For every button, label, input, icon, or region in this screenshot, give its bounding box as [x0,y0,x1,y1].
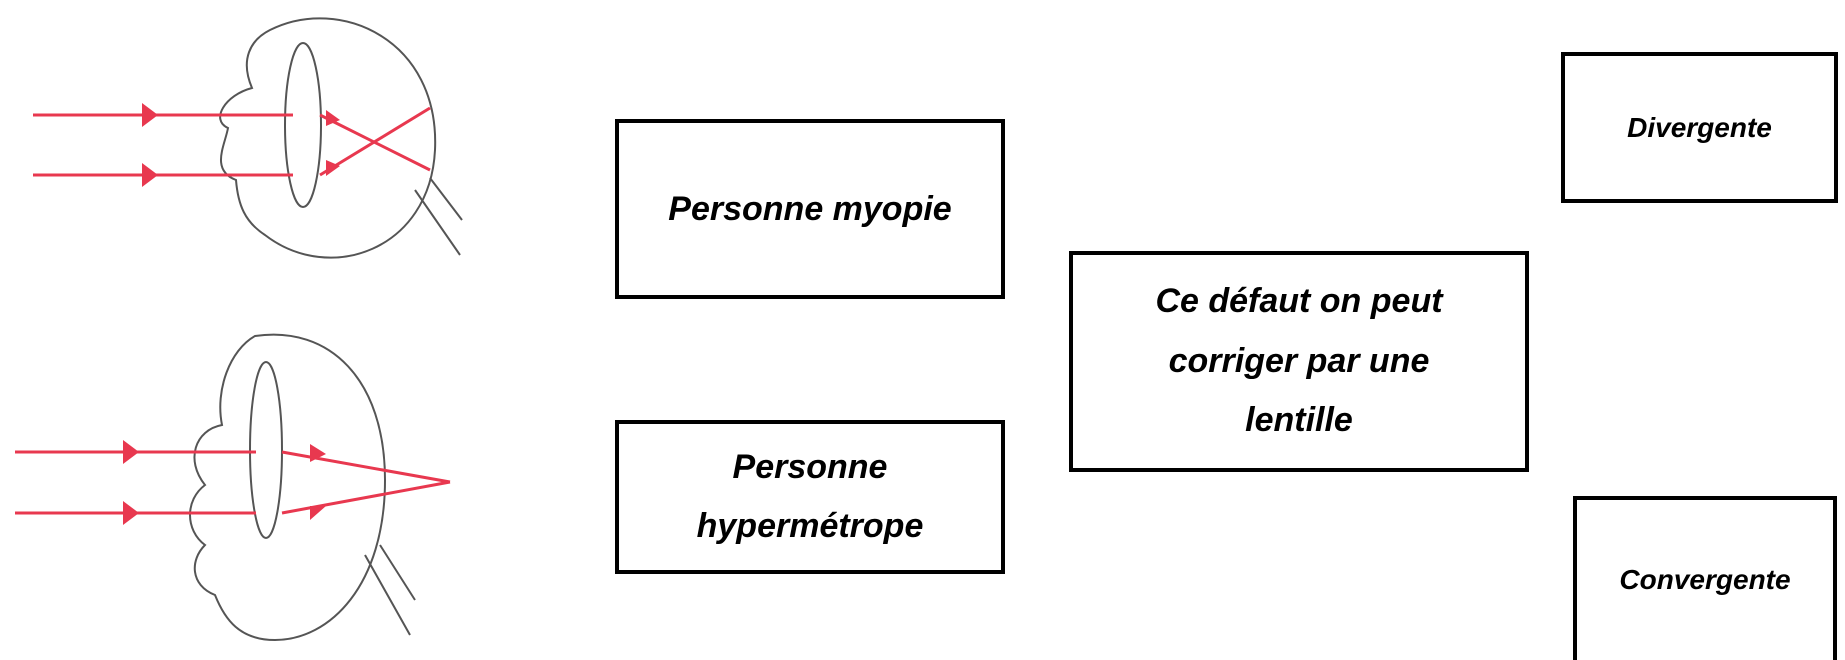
hyperopia-label: Personne hypermétrope [696,447,924,546]
correction-label: Ce défaut on peut corriger par une lenti… [1155,282,1443,440]
divergent-label: Divergente [1627,111,1772,143]
divergent-lens-box: Divergente [1561,52,1838,203]
myopia-label-box: Personne myopie [615,119,1005,299]
myopic-eye-diagram-icon [33,17,463,259]
myopia-label: Personne myopie [668,189,952,228]
hyperopic-eye-diagram-icon [15,333,451,642]
hyperopia-label-box: Personne hypermétrope [615,420,1005,574]
convergent-lens-box: Convergente [1573,496,1837,660]
convergent-label: Convergente [1619,564,1791,595]
correction-label-box: Ce défaut on peut corriger par une lenti… [1069,251,1529,472]
